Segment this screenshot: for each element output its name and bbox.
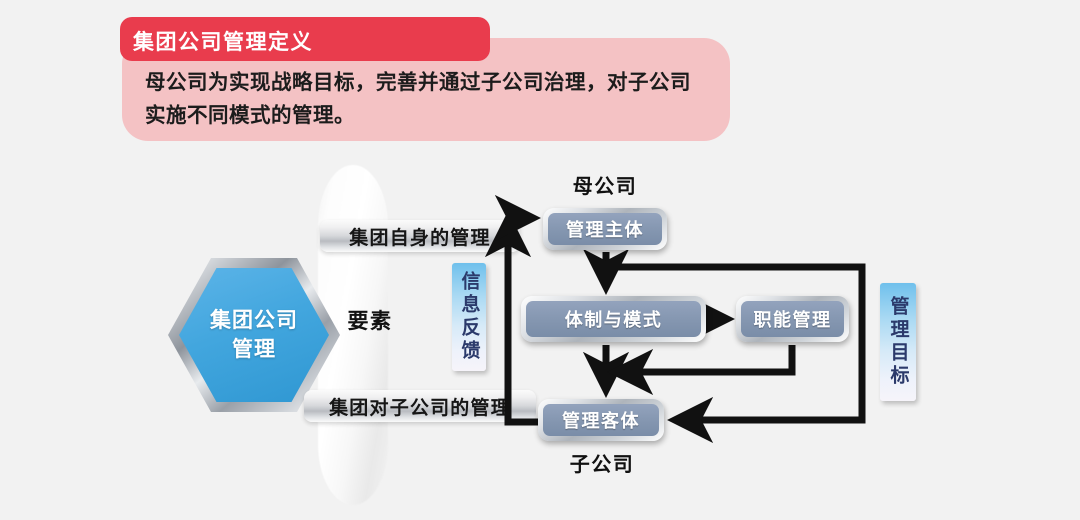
box-function-management-label: 职能管理 <box>741 301 844 337</box>
header-block: 母公司为实现战略目标，完善并通过子公司治理，对子公司 实施不同模式的管理。 集团… <box>0 0 1080 160</box>
caption-parent-company: 母公司 <box>572 176 638 198</box>
ribbon-self-management[interactable]: 集团自身的管理 <box>320 220 520 252</box>
page-title: 集团公司管理定义 <box>133 31 313 54</box>
plate-information-feedback-label: 信息反馈 <box>458 271 481 363</box>
connector-branch-to-object <box>606 263 866 444</box>
plate-management-goal-label: 管理目标 <box>887 296 910 388</box>
hexagon-inner-fill <box>179 268 329 402</box>
ribbon-subsidiary-management[interactable]: 集团对子公司的管理 <box>304 390 536 422</box>
diagram-canvas: 集团公司 管理 集团自身的管理 集团对子公司的管理 要素 信息反馈 管理目标 <box>0 150 1080 520</box>
plate-management-goal[interactable]: 管理目标 <box>880 283 916 401</box>
box-management-object[interactable]: 管理客体 <box>538 399 664 441</box>
definition-text: 母公司为实现战略目标，完善并通过子公司治理，对子公司 实施不同模式的管理。 <box>145 70 691 127</box>
hexagon-label: 集团公司 管理 <box>168 258 340 412</box>
box-management-subject[interactable]: 管理主体 <box>543 208 667 250</box>
plate-information-feedback[interactable]: 信息反馈 <box>452 263 486 371</box>
box-management-object-label: 管理客体 <box>543 404 659 436</box>
header-title-bar <box>120 17 490 61</box>
connector-function-to-object <box>606 345 796 396</box>
hexagon-label-line1: 集团公司 <box>210 309 298 332</box>
box-management-subject-label: 管理主体 <box>548 213 662 245</box>
box-function-management[interactable]: 职能管理 <box>736 296 849 342</box>
box-system-and-model-label: 体制与模式 <box>526 301 701 337</box>
hexagon-label-line2: 管理 <box>232 338 276 361</box>
elements-label: 要素 <box>347 310 393 333</box>
caption-subsidiary-company: 子公司 <box>569 454 635 476</box>
hexagon-group-management[interactable]: 集团公司 管理 <box>168 258 340 412</box>
box-system-and-model[interactable]: 体制与模式 <box>521 296 706 342</box>
